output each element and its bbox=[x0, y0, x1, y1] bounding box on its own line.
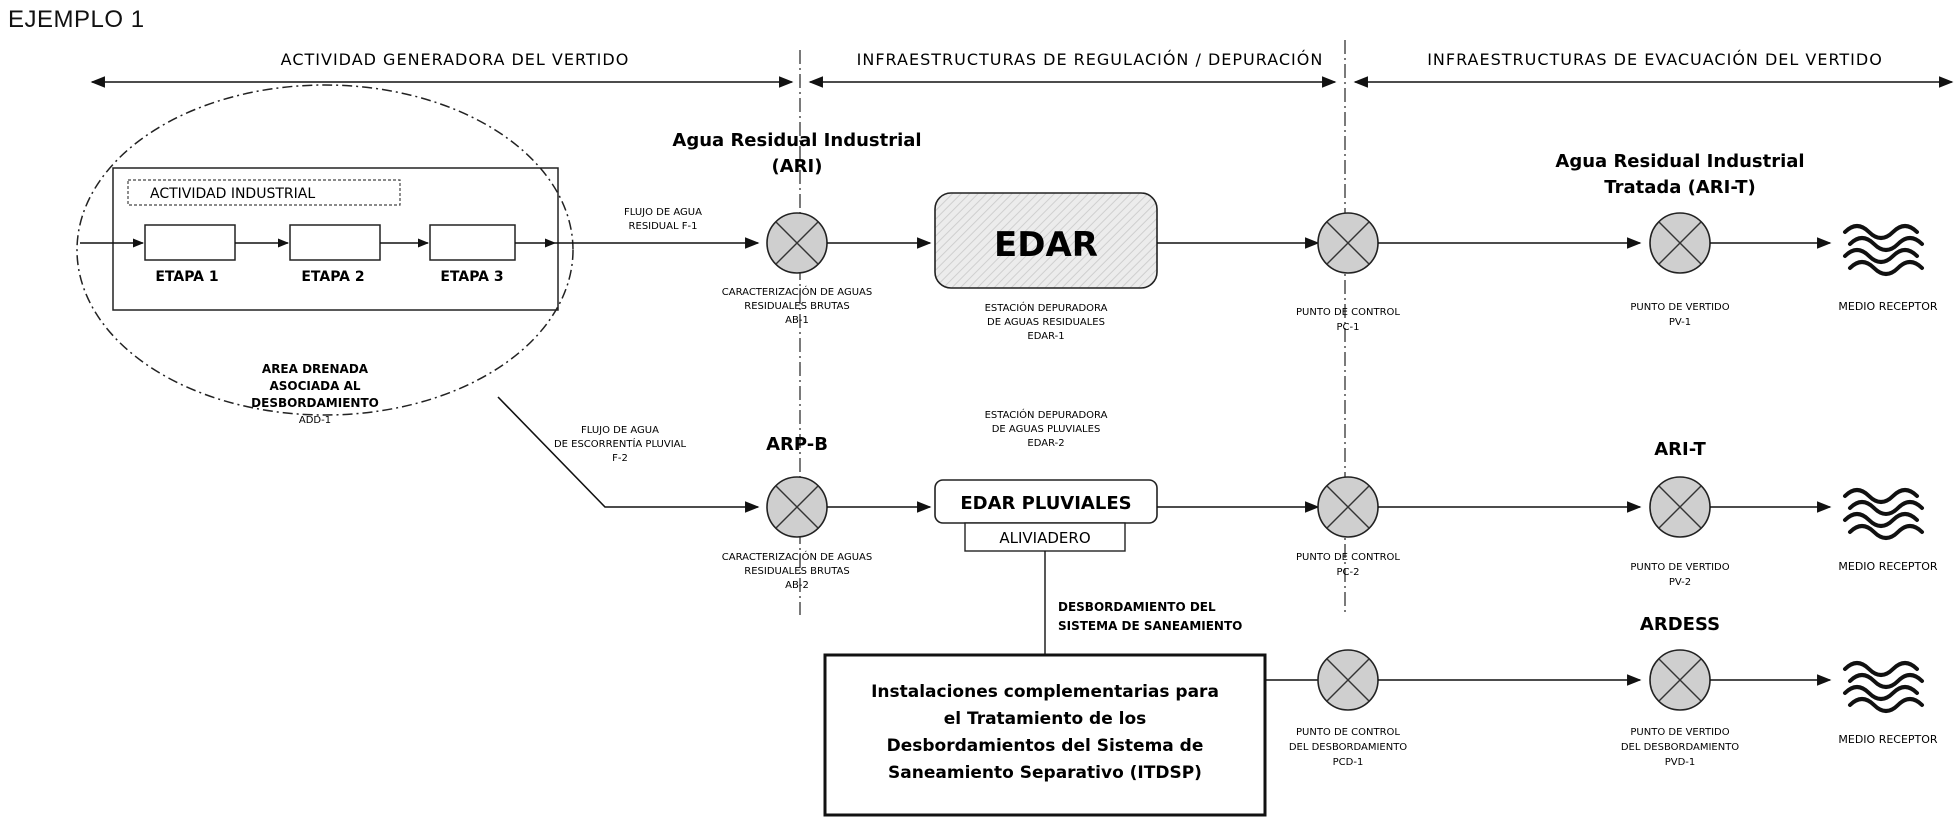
edar-label: EDAR bbox=[994, 225, 1098, 265]
ab1-caption-2: RESIDUALES BRUTAS bbox=[744, 301, 850, 312]
section-regulacion: INFRAESTRUCTURAS DE REGULACIÓN / DEPURAC… bbox=[857, 50, 1324, 69]
ari-title-1: Agua Residual Industrial bbox=[672, 130, 921, 151]
medio-receptor-label-1: MEDIO RECEPTOR bbox=[1838, 300, 1938, 313]
medio-receptor-label-3: MEDIO RECEPTOR bbox=[1838, 733, 1938, 746]
edar-box bbox=[934, 192, 1158, 289]
edar2-caption-1: ESTACIÓN DEPURADORA bbox=[985, 408, 1108, 421]
pv2-caption-1: PUNTO DE VERTIDO bbox=[1630, 562, 1729, 573]
pc2-caption-2: PC-2 bbox=[1337, 567, 1360, 578]
pcd1-caption-1: PUNTO DE CONTROL bbox=[1296, 727, 1400, 738]
ab1-caption-1: CARACTERIZACIÓN DE AGUAS bbox=[722, 285, 872, 298]
flujo2-label-3: F-2 bbox=[612, 453, 628, 464]
arit2-title: ARI-T bbox=[1654, 439, 1706, 460]
node-ab1 bbox=[766, 212, 828, 274]
node-pc1 bbox=[1317, 212, 1379, 274]
water-waves-icon bbox=[1843, 224, 1924, 276]
node-ab2 bbox=[766, 476, 828, 538]
itdsp-box bbox=[823, 653, 1267, 817]
pvd1-caption-1: PUNTO DE VERTIDO bbox=[1630, 727, 1729, 738]
edar-caption-1: ESTACIÓN DEPURADORA bbox=[985, 301, 1108, 314]
flujo2-label-2: DE ESCORRENTÍA PLUVIAL bbox=[554, 437, 687, 450]
etapa-3-label: ETAPA 3 bbox=[440, 269, 503, 285]
area-label-3: DESBORDAMIENTO bbox=[251, 396, 379, 410]
desbordamiento-label-2: SISTEMA DE SANEAMIENTO bbox=[1058, 619, 1242, 633]
ardess-title: ARDESS bbox=[1640, 614, 1720, 635]
flujo1-label-1: FLUJO DE AGUA bbox=[624, 207, 702, 218]
flujo1-label-2: RESIDUAL F-1 bbox=[629, 221, 698, 232]
edar2-caption-2: DE AGUAS PLUVIALES bbox=[992, 424, 1101, 435]
section-evacuacion: INFRAESTRUCTURAS DE EVACUACIÓN DEL VERTI… bbox=[1427, 50, 1883, 69]
pv1-caption-2: PV-1 bbox=[1669, 317, 1691, 328]
etapa-3-box bbox=[429, 224, 516, 261]
itdsp-line-3: Desbordamientos del Sistema de bbox=[887, 736, 1204, 756]
itdsp-line-1: Instalaciones complementarias para bbox=[871, 682, 1219, 702]
pc1-caption-2: PC-1 bbox=[1337, 322, 1360, 333]
ari-title-2: (ARI) bbox=[772, 156, 823, 177]
etapa-1-box bbox=[144, 224, 236, 261]
edar-pluviales-label: EDAR PLUVIALES bbox=[960, 493, 1131, 514]
pv2-caption-2: PV-2 bbox=[1669, 577, 1691, 588]
node-pv1 bbox=[1649, 212, 1711, 274]
arit1-title-1: Agua Residual Industrial bbox=[1555, 151, 1804, 172]
pc2-caption-1: PUNTO DE CONTROL bbox=[1296, 552, 1400, 563]
area-label-1: AREA DRENADA bbox=[262, 362, 369, 376]
section-generadora: ACTIVIDAD GENERADORA DEL VERTIDO bbox=[281, 50, 630, 69]
page-title: EJEMPLO 1 bbox=[8, 6, 145, 33]
area-drenada-ellipse bbox=[76, 84, 574, 416]
node-pvd1 bbox=[1649, 649, 1711, 711]
aliviadero-label: ALIVIADERO bbox=[999, 529, 1090, 547]
aliviadero-box bbox=[964, 522, 1126, 552]
edar-caption-3: EDAR-1 bbox=[1027, 331, 1064, 342]
pc1-caption-1: PUNTO DE CONTROL bbox=[1296, 307, 1400, 318]
edar2-caption-3: EDAR-2 bbox=[1027, 438, 1064, 449]
desbordamiento-label-1: DESBORDAMIENTO DEL bbox=[1058, 600, 1216, 614]
etapa-1-label: ETAPA 1 bbox=[155, 269, 218, 285]
node-pv2 bbox=[1649, 476, 1711, 538]
pv1-caption-1: PUNTO DE VERTIDO bbox=[1630, 302, 1729, 313]
etapa-2-label: ETAPA 2 bbox=[301, 269, 364, 285]
area-label-code: ADD-1 bbox=[299, 415, 331, 426]
flow-f2-line bbox=[497, 396, 760, 513]
etapa-2-box bbox=[289, 224, 381, 261]
pvd1-caption-2: DEL DESBORDAMIENTO bbox=[1621, 742, 1739, 753]
arit1-title-2: Tratada (ARI-T) bbox=[1604, 177, 1755, 198]
water-waves-icon bbox=[1843, 661, 1924, 713]
node-pcd1 bbox=[1317, 649, 1379, 711]
pvd1-caption-3: PVD-1 bbox=[1665, 757, 1696, 768]
actividad-industrial-label-box bbox=[127, 179, 401, 206]
medio-receptor-label-2: MEDIO RECEPTOR bbox=[1838, 560, 1938, 573]
pcd1-caption-2: DEL DESBORDAMIENTO bbox=[1289, 742, 1407, 753]
edar-caption-2: DE AGUAS RESIDUALES bbox=[987, 317, 1105, 328]
itdsp-line-4: Saneamiento Separativo (ITDSP) bbox=[888, 763, 1202, 783]
arpb-title: ARP-B bbox=[766, 434, 828, 455]
ab2-caption-2: RESIDUALES BRUTAS bbox=[744, 566, 850, 577]
water-waves-icon bbox=[1843, 488, 1924, 540]
itdsp-line-2: el Tratamiento de los bbox=[944, 709, 1147, 729]
node-pc2 bbox=[1317, 476, 1379, 538]
actividad-industrial-label: ACTIVIDAD INDUSTRIAL bbox=[150, 186, 315, 202]
ab1-caption-3: AB-1 bbox=[785, 315, 809, 326]
pcd1-caption-3: PCD-1 bbox=[1333, 757, 1364, 768]
ab2-caption-1: CARACTERIZACIÓN DE AGUAS bbox=[722, 550, 872, 563]
flujo2-label-1: FLUJO DE AGUA bbox=[581, 425, 659, 436]
area-label-2: ASOCIADA AL bbox=[269, 379, 360, 393]
actividad-industrial-box bbox=[112, 167, 559, 311]
ab2-caption-3: AB-2 bbox=[785, 580, 809, 591]
